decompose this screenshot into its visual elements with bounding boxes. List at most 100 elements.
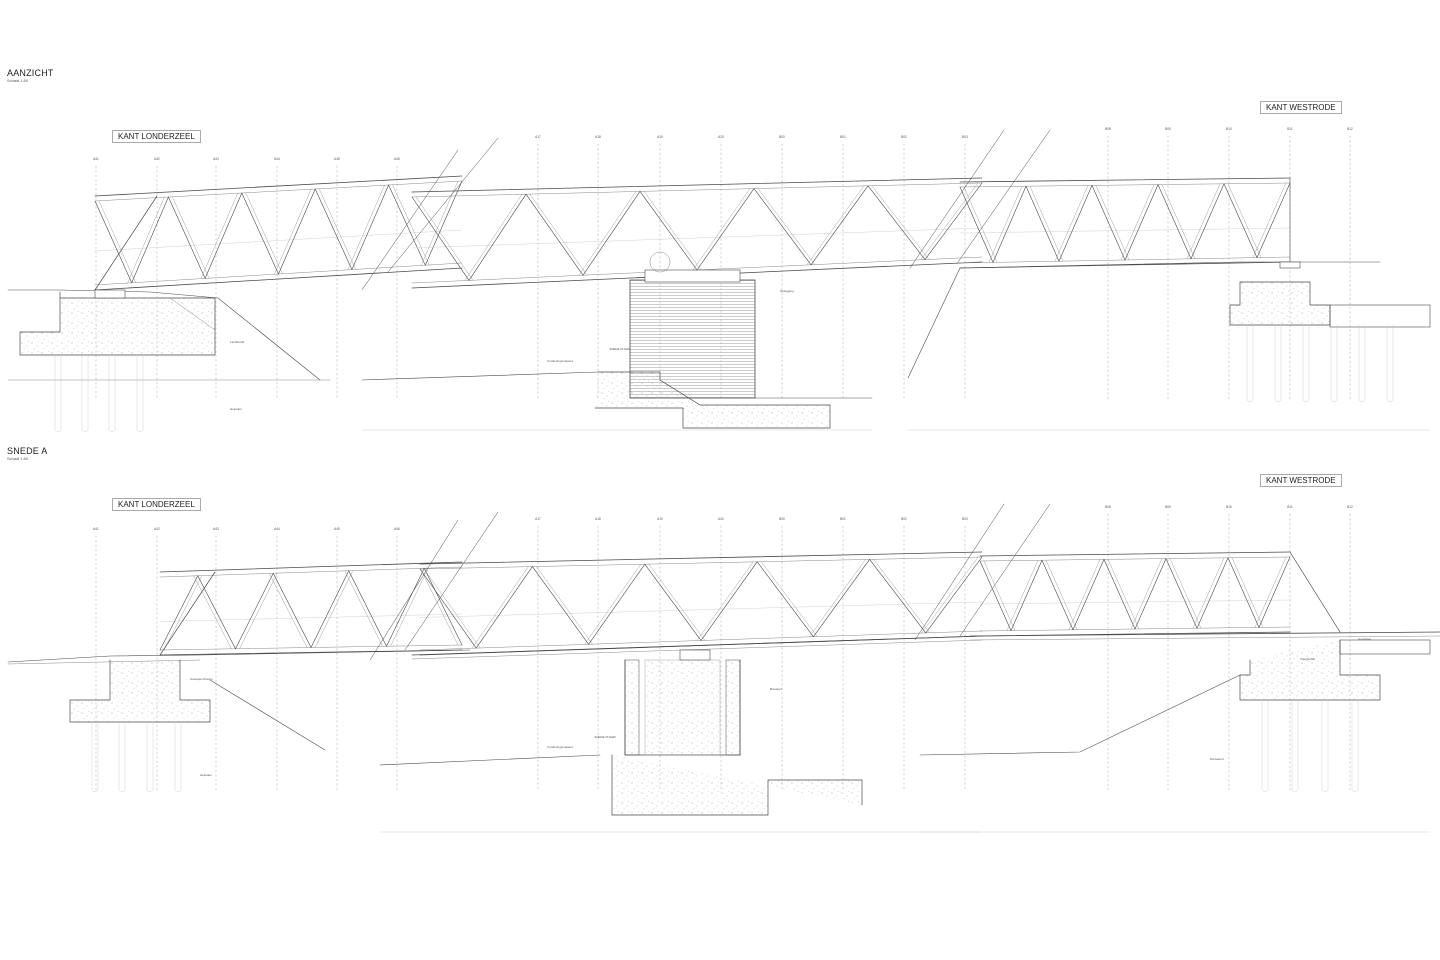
snede-left-pile-tip (91, 789, 99, 793)
snede-right-truss-diagonal-edge (1254, 556, 1287, 628)
aanzicht-right-pile-tip (1302, 399, 1310, 403)
aanzicht-left-truss-diagonal-edge (392, 184, 430, 266)
aanzicht-right-pile-tip (1386, 399, 1394, 403)
aanzicht-mid-truss-diagonal (411, 196, 470, 281)
snede-mid-truss-diagonal (588, 563, 646, 645)
aanzicht-left-truss-diagonal-edge (200, 192, 239, 279)
snede-right-truss-diagonal (1134, 558, 1167, 630)
aanzicht-right-truss-diagonal-edge (1095, 185, 1130, 261)
aanzicht-mid-truss-diagonal-edge (692, 188, 751, 271)
snede-mid-truss-diagonal-edge (921, 556, 979, 634)
aanzicht-mid-truss-top-chord-inner (411, 182, 983, 198)
snede-mid-truss-diagonal (475, 566, 533, 649)
aanzicht-left-truss-diagonal (388, 184, 426, 266)
snede-right-truss-diagonal (1165, 558, 1198, 629)
aanzicht-mid-truss-diagonal (810, 185, 869, 266)
snede-mid-truss-diagonal-edge (423, 568, 481, 649)
aanzicht-mid-axis-label: A19 (657, 135, 663, 139)
snede-right-note-damwand: Damwand (1210, 757, 1224, 761)
snede-right-truss-diagonal-edge (1231, 557, 1264, 628)
snede-left-truss-diagonal (310, 570, 350, 648)
snede-right-truss-diagonal-edge (1107, 559, 1140, 630)
snede-right-truss-diagonal (1258, 556, 1291, 628)
aanzicht-mid-truss-diagonal-edge (415, 196, 474, 281)
label-kant-londerzeel-snede: KANT LONDERZEEL (112, 498, 201, 511)
aanzicht-right-axis-label: B08 (1105, 127, 1111, 131)
snede-left-truss-diagonal-edge (344, 570, 383, 647)
snede-mid-truss-diagonal (644, 563, 702, 641)
aanzicht-left-axis-label: A44 (274, 157, 280, 161)
snede-mid-truss-diagonal-edge (648, 564, 706, 641)
snede-mid-pier-core (644, 659, 721, 756)
aanzicht-mid-truss-mid-stringer (411, 227, 983, 249)
snede-left-truss-diagonal-edge (390, 568, 429, 647)
snede-left-truss-bottom-chord (159, 649, 463, 656)
snede-left-truss-diagonal-edge (193, 575, 232, 649)
snede-mid-axis-label: B03 (962, 517, 968, 521)
snede-left-truss-diagonal (348, 570, 387, 647)
aanzicht-right-pile-tip (1246, 399, 1254, 403)
snede-right-axis-label: B09 (1165, 505, 1171, 509)
snede-right-axis-label: B12 (1347, 505, 1353, 509)
snede-left-truss-diagonal-edge (239, 573, 278, 649)
snede-right-truss-top-chord (979, 551, 1291, 557)
aanzicht-left-truss-bottom-chord (94, 267, 463, 291)
aanzicht-mid-truss-diagonal-edge (464, 193, 523, 281)
snede-left-truss-diagonal-edge (163, 575, 202, 651)
snede-left-truss-diagonal (235, 572, 274, 650)
aanzicht-left-pile-note: Heipalen (230, 407, 242, 411)
section-title-snede: SNEDE A (7, 446, 48, 456)
snede-right-truss-diagonal-edge (1068, 559, 1101, 630)
aanzicht-left-axis-label: A43 (213, 157, 219, 161)
snede-left-abutment (69, 659, 211, 723)
label-kant-londerzeel-aanzicht: KANT LONDERZEEL (112, 130, 201, 143)
aanzicht-left-truss-diagonal-edge (172, 196, 210, 279)
aanzicht-mid-truss-diagonal-edge (643, 191, 702, 271)
aanzicht-left-pile-tip (108, 429, 116, 433)
snede-right-axis-label: B11 (1287, 505, 1293, 509)
aanzicht-mid-axis-label: A17 (535, 135, 541, 139)
snede-right-pile-tip (1261, 789, 1269, 793)
snede-right-truss-diagonal (1010, 559, 1043, 631)
aanzicht-right-truss-diagonal (1223, 183, 1258, 258)
aanzicht-mid-axis-label: A18 (595, 135, 601, 139)
aanzicht-left-axis-label: A45 (334, 157, 340, 161)
aanzicht-left-axis-label: A42 (154, 157, 160, 161)
snede-right-truss-diagonal (1072, 559, 1105, 631)
aanzicht-right-axis-label: B12 (1347, 127, 1353, 131)
snede-left-note-beton: Gewapend beton (190, 677, 213, 681)
aanzicht-mid-note-opleg: Oplegging (780, 289, 794, 293)
snede-mid-note-fundering: Funderingsmassief (547, 745, 573, 749)
aanzicht-mid-axis-label: B01 (840, 135, 846, 139)
snede-right-embankment (919, 674, 1241, 756)
aanzicht-mid-truss-diagonal (753, 188, 812, 266)
aanzicht-right-truss-diagonal (1157, 184, 1192, 260)
aanzicht-left-truss-diagonal-edge (98, 200, 136, 283)
snede-left-axis-label: A43 (213, 527, 219, 531)
snede-mid-truss-diagonal-edge (472, 566, 529, 649)
snede-mid-truss-diagonal (700, 561, 758, 641)
snede-right-note-goot: Gootvloer (1358, 637, 1371, 641)
aanzicht-right-truss-diagonal-edge (1120, 184, 1155, 261)
aanzicht-left-truss-diagonal-edge (319, 188, 357, 270)
aanzicht-right-truss-top-chord (959, 177, 1291, 183)
snede-right-truss-diagonal (1227, 557, 1260, 628)
aanzicht-left-truss-diagonal-edge (274, 188, 312, 275)
snede-mid-ground-left (379, 754, 601, 766)
aanzicht-mid-axis-label: B03 (962, 135, 968, 139)
snede-right-truss-mid-stringer (979, 599, 1291, 605)
snede-mid-truss-diagonal (925, 556, 983, 634)
snede-right-truss-top-chord-inner (979, 556, 1291, 562)
snede-panel-break (959, 503, 1051, 637)
snede-mid-axis-label: A17 (535, 517, 541, 521)
aanzicht-right-truss-diagonal-edge (1186, 183, 1221, 259)
aanzicht-left-pile-tip (81, 429, 89, 433)
aanzicht-mid-truss-diagonal (468, 193, 527, 281)
aanzicht-right-truss-diagonal-edge (1029, 185, 1064, 262)
aanzicht-right-truss-diagonal-edge (1227, 183, 1262, 258)
snede-mid-note-bouwput: Bouwput (770, 687, 782, 691)
aanzicht-left-truss-diagonal (314, 188, 353, 270)
aanzicht-left-truss-diagonal (168, 196, 206, 279)
